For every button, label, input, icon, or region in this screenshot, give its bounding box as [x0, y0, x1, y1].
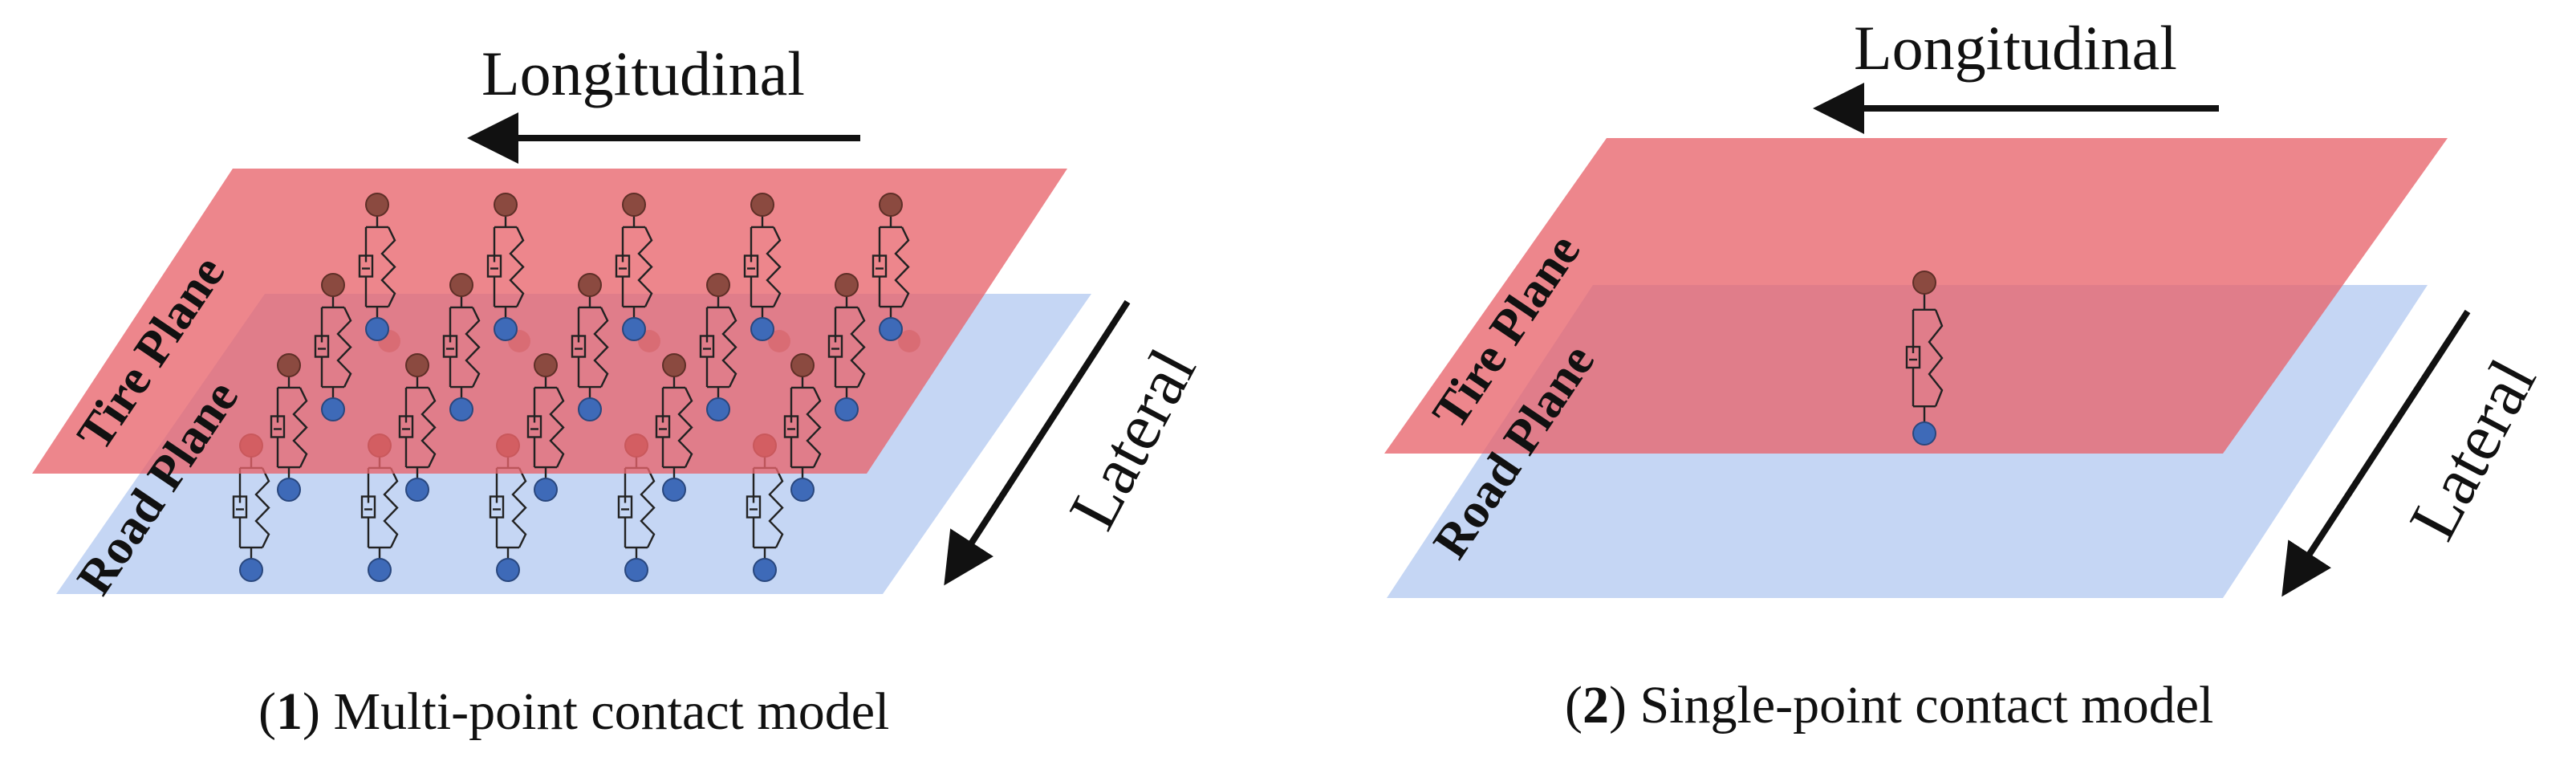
contact-node-icon — [449, 273, 473, 297]
contact-node-icon — [277, 353, 301, 377]
contact-node-icon — [790, 353, 815, 377]
contact-node-icon — [1912, 421, 1936, 446]
caption-number: 1 — [276, 682, 303, 741]
panel-single-point: Tire Plane Road Plane Longitudinal Later… — [1384, 13, 2550, 735]
contact-node-icon — [365, 193, 389, 217]
contact-node-icon — [753, 558, 777, 582]
caption-text: Multi-point contact model — [333, 682, 889, 741]
spring-damper-icon — [827, 273, 866, 421]
caption-text: Single-point contact model — [1639, 676, 2213, 735]
spring-damper-icon — [526, 353, 565, 502]
contact-node-icon — [624, 558, 648, 582]
spring-damper-icon — [398, 353, 437, 502]
contact-node-icon — [790, 478, 815, 502]
caption-number: 2 — [1583, 676, 1609, 735]
contact-node-icon — [835, 397, 859, 421]
caption-single-point: (2) Single-point contact model — [1565, 676, 2213, 735]
spring-damper-icon — [1905, 271, 1944, 446]
spring-damper-icon — [314, 273, 352, 421]
lateral-label: Lateral — [2395, 348, 2551, 551]
contact-node-icon — [835, 273, 859, 297]
contact-node-icon — [365, 317, 389, 341]
spring-damper-icon — [486, 193, 525, 341]
spring-damper-icon — [615, 193, 653, 341]
spring-damper-icon — [872, 193, 910, 341]
contact-node-icon — [622, 317, 646, 341]
spring-damper-icon — [358, 193, 396, 341]
spring-damper-icon — [655, 353, 693, 502]
contact-node-icon — [405, 353, 429, 377]
contact-node-icon — [1912, 271, 1936, 295]
contact-node-icon — [368, 558, 392, 582]
spring-damper-icon — [783, 353, 822, 502]
contact-node-icon — [405, 478, 429, 502]
contact-node-icon — [578, 273, 602, 297]
tire-plane — [1384, 138, 2448, 454]
contact-node-icon — [496, 558, 520, 582]
front-spring-layer — [270, 193, 910, 502]
contact-node-icon — [494, 317, 518, 341]
spring-damper-icon — [270, 353, 308, 502]
lateral-arrow-icon — [944, 299, 1131, 586]
contact-node-icon — [321, 397, 345, 421]
contact-node-icon — [534, 478, 558, 502]
contact-node-icon — [239, 558, 263, 582]
tire-plane — [32, 169, 1067, 474]
spring-damper-icon — [571, 273, 609, 421]
lateral-label: Lateral — [1055, 337, 1211, 541]
contact-node-icon — [662, 353, 686, 377]
longitudinal-label: Longitudinal — [481, 39, 805, 108]
contact-node-icon — [750, 193, 774, 217]
contact-node-icon — [534, 353, 558, 377]
spring-damper-icon — [743, 193, 782, 341]
front-spring-layer — [1905, 271, 1944, 446]
contact-node-icon — [879, 317, 903, 341]
contact-node-icon — [449, 397, 473, 421]
caption-multi-point: (1) Multi-point contact model — [258, 682, 889, 741]
contact-node-icon — [662, 478, 686, 502]
contact-node-icon — [321, 273, 345, 297]
contact-node-icon — [494, 193, 518, 217]
contact-node-icon — [706, 397, 730, 421]
contact-node-icon — [750, 317, 774, 341]
longitudinal-label: Longitudinal — [1854, 13, 2177, 83]
panel-multi-point: Tire Plane Road Plane Longitudinal Later… — [32, 39, 1210, 741]
contact-node-icon — [622, 193, 646, 217]
spring-damper-icon — [699, 273, 737, 421]
contact-node-icon — [277, 478, 301, 502]
contact-node-icon — [879, 193, 903, 217]
contact-node-icon — [578, 397, 602, 421]
contact-node-icon — [706, 273, 730, 297]
spring-damper-icon — [442, 273, 481, 421]
lateral-arrow-icon — [2281, 309, 2471, 597]
